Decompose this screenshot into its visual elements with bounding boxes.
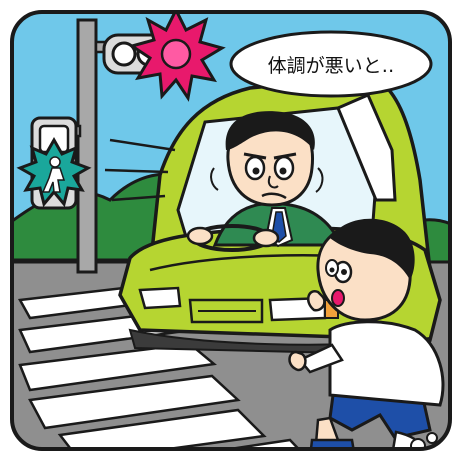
red-light-lamp <box>160 38 192 70</box>
vehicle-signal-lamp-1 <box>111 41 137 67</box>
illustration-frame <box>10 10 452 451</box>
signal-pole <box>76 18 98 274</box>
walking-person-icon <box>41 156 66 193</box>
boy-pedestrian <box>288 218 445 449</box>
left-headlight <box>138 286 182 310</box>
speech-bubble <box>229 30 433 98</box>
speech-bubble-text: 体調が悪いと‥ <box>267 54 395 77</box>
